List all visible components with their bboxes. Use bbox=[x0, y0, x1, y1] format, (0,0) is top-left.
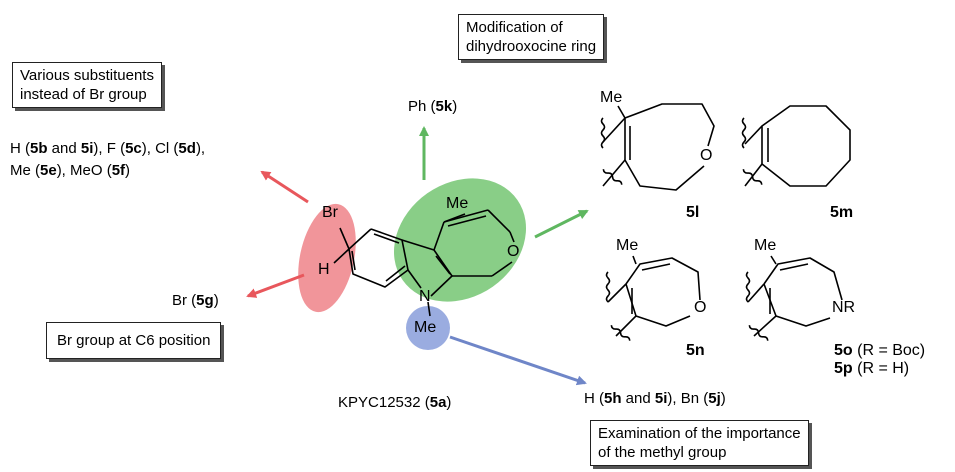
atom-o-5l: O bbox=[700, 147, 713, 164]
substituents-box: Various substituents instead of Br group bbox=[12, 62, 162, 108]
lead-t2: ) bbox=[446, 394, 452, 411]
br5g-t2: ) bbox=[213, 292, 219, 309]
atom-o-5n: O bbox=[694, 299, 707, 316]
methyl-box: Examination of the importance of the met… bbox=[590, 420, 809, 466]
br5g-b1: 5g bbox=[196, 292, 214, 309]
c6-box-text: Br group at C6 position bbox=[57, 332, 211, 349]
mv-t4: ) bbox=[720, 390, 726, 407]
mv-b3: 5j bbox=[708, 390, 721, 407]
arrow-to-br5g bbox=[246, 273, 305, 298]
lead-t1: KPYC12532 ( bbox=[338, 394, 430, 411]
compound-5o-bonds bbox=[745, 255, 843, 341]
c5o-b: 5o bbox=[834, 342, 853, 359]
lead-compound-label: KPYC12532 (5a) bbox=[338, 394, 451, 412]
compound-5m-bonds bbox=[741, 105, 851, 187]
dihydrooxocine-box: Modification of dihydrooxocine ring bbox=[458, 14, 605, 60]
atom-me-top: Me bbox=[446, 195, 469, 212]
atom-me-5n: Me bbox=[616, 237, 639, 254]
compound-5n-bonds bbox=[605, 255, 701, 341]
hal1-b2: 5i bbox=[80, 140, 94, 157]
methyl-variants-label: H (5h and 5i), Bn (5j) bbox=[584, 390, 726, 408]
mv-t3: ), Bn ( bbox=[667, 390, 709, 407]
br5g-label: Br (5g) bbox=[172, 292, 219, 310]
hal1-b1: 5b bbox=[30, 140, 48, 157]
hal2-t1: Me ( bbox=[10, 162, 40, 179]
hal1-t5: ), bbox=[195, 140, 206, 157]
compound-5l-label: 5l bbox=[686, 204, 700, 221]
hal1-t4: ), Cl ( bbox=[141, 140, 179, 157]
halogens-line2: Me (5e), MeO (5f) bbox=[10, 162, 130, 180]
methyl-box-line2: of the methyl group bbox=[598, 444, 727, 461]
atom-me-5l: Me bbox=[600, 89, 623, 106]
ph-close: ) bbox=[452, 98, 458, 115]
compound-5n-label: 5n bbox=[686, 342, 705, 359]
mv-t2: and bbox=[621, 390, 655, 407]
arrow-to-methyl bbox=[449, 335, 587, 386]
hal1-b4: 5d bbox=[178, 140, 196, 157]
dihydrooxocine-box-line2: dihydrooxocine ring bbox=[466, 38, 597, 55]
compound-5m-label: 5m bbox=[830, 204, 854, 221]
atom-o: O bbox=[507, 243, 520, 260]
ph-compound: 5k bbox=[435, 98, 453, 115]
hal2-t2: ), MeO ( bbox=[56, 162, 112, 179]
mv-b2: 5i bbox=[654, 390, 668, 407]
substituents-box-line2: instead of Br group bbox=[20, 86, 147, 103]
ph-label: Ph (5k) bbox=[408, 98, 457, 116]
atom-me-n: Me bbox=[414, 319, 437, 336]
green-highlight-ellipse bbox=[393, 178, 527, 302]
arrow-to-ring-mods bbox=[534, 209, 589, 239]
atom-nr: NR bbox=[832, 299, 856, 316]
methyl-box-line1: Examination of the importance bbox=[598, 425, 801, 442]
atom-br: Br bbox=[322, 204, 338, 221]
hal1-t2: and bbox=[47, 140, 81, 157]
mv-t1: H ( bbox=[584, 390, 604, 407]
hal2-t3: ) bbox=[125, 162, 131, 179]
hal1-t3: ), F ( bbox=[93, 140, 126, 157]
atom-h: H bbox=[318, 261, 330, 278]
atom-me-5o: Me bbox=[754, 237, 777, 254]
blue-highlight-circle bbox=[406, 306, 450, 350]
c5o-t: (R = Boc) bbox=[852, 342, 926, 359]
atom-n: N bbox=[419, 288, 431, 305]
hal1-t1: H ( bbox=[10, 140, 30, 157]
dihydrooxocine-box-line1: Modification of bbox=[466, 19, 563, 36]
hal2-b2: 5f bbox=[111, 162, 126, 179]
c6-box: Br group at C6 position bbox=[46, 322, 222, 359]
hal1-b3: 5c bbox=[125, 140, 142, 157]
mv-b1: 5h bbox=[604, 390, 622, 407]
br5g-t1: Br ( bbox=[172, 292, 197, 309]
substituents-box-line1: Various substituents bbox=[20, 67, 154, 84]
halogens-line1: H (5b and 5i), F (5c), Cl (5d), bbox=[10, 140, 205, 158]
compound-5p-label: 5p (R = H) bbox=[834, 360, 909, 378]
main-molecule-bonds bbox=[333, 209, 515, 317]
compound-5o-label: 5o (R = Boc) bbox=[834, 342, 925, 360]
compound-5l-bonds bbox=[600, 103, 715, 191]
ph-text: Ph ( bbox=[408, 98, 436, 115]
c5p-b: 5p bbox=[834, 360, 853, 377]
hal2-b1: 5e bbox=[40, 162, 57, 179]
c5p-t: (R = H) bbox=[852, 360, 910, 377]
lead-b1: 5a bbox=[429, 394, 447, 411]
arrow-to-halogens bbox=[260, 170, 309, 204]
